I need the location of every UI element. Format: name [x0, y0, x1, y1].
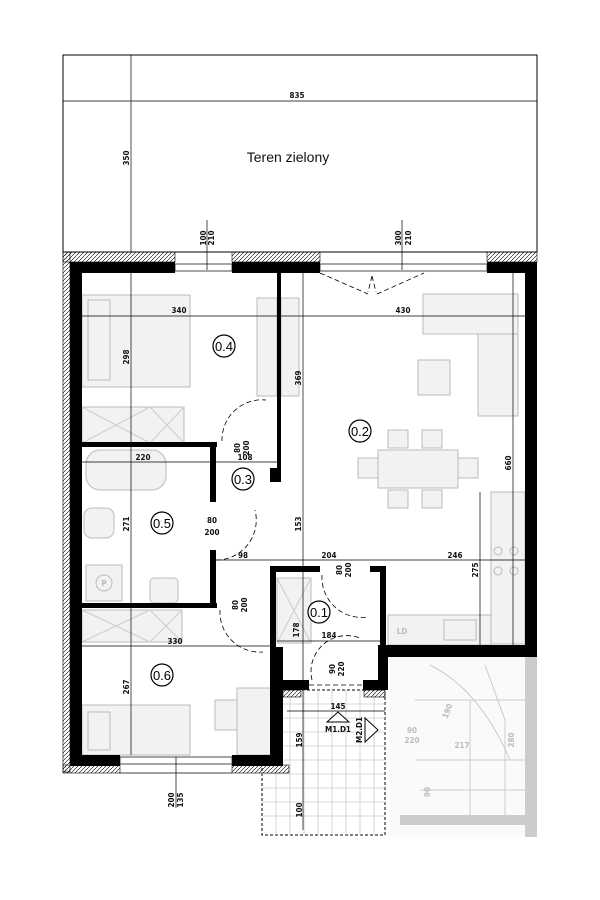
dim-r04-depth: 298: [122, 349, 131, 364]
dim-r02-width: 430: [395, 306, 410, 315]
dim-door-r01-h: 200: [344, 562, 353, 577]
marker-m1d1: M1.D1: [325, 725, 351, 734]
dim-r02-369: 369: [294, 370, 303, 385]
dim-stairs-280: 280: [507, 732, 516, 747]
furniture: LD P: [81, 293, 526, 756]
openings: [119, 220, 488, 808]
dim-r01-width: 184: [321, 631, 336, 640]
room-labels: 0.4 0.2 0.3 0.5 0.1 0.6: [150, 334, 372, 687]
dim-r04-width: 340: [171, 306, 186, 315]
room-label-04: 0.4: [215, 339, 233, 354]
dim-246: 246: [447, 551, 462, 560]
dim-window-bottom-h: 135: [176, 792, 185, 807]
dim-door-r05-h: 200: [204, 528, 219, 537]
room-label-02: 0.2: [351, 424, 369, 439]
garden-area: Teren zielony 835 350: [62, 54, 538, 253]
dishwasher-label: LD: [397, 627, 408, 636]
dim-entry-159: 159: [295, 732, 304, 747]
dim-window-right-h: 210: [404, 230, 413, 245]
dim-stairs-door-h: 220: [404, 736, 419, 745]
dim-r05-depth: 271: [122, 516, 131, 531]
dim-entry-100: 100: [295, 802, 304, 817]
dim-r06-width: 330: [167, 637, 182, 646]
dim-window-right-w: 300: [394, 230, 403, 245]
dim-door-r05-w: 80: [207, 516, 217, 525]
room-label-05: 0.5: [153, 516, 171, 531]
dim-r05-width: 220: [135, 453, 150, 462]
dim-door-r06-h: 200: [240, 597, 249, 612]
dim-door-entry-h: 220: [337, 661, 346, 676]
dim-204: 204: [321, 551, 336, 560]
dim-r06-depth: 267: [122, 679, 131, 694]
dim-garden-depth: 350: [122, 150, 131, 165]
marker-m2d1: M2.D1: [355, 717, 364, 743]
dim-r03-width: 108: [237, 453, 252, 462]
dim-r02-depth: 660: [504, 455, 513, 470]
dim-275: 275: [471, 562, 480, 577]
room-label-06: 0.6: [153, 668, 171, 683]
stair-area: 90 220 217 190 280 90: [390, 657, 537, 837]
dim-door-r06-w: 80: [231, 600, 240, 610]
dim-stairs-217: 217: [454, 741, 469, 750]
dim-stairs-90: 90: [423, 787, 432, 797]
dim-stairs-door-w: 90: [407, 726, 417, 735]
dim-garden-width: 835: [289, 91, 304, 100]
dim-r01-depth: 178: [292, 622, 301, 637]
washer-label: P: [101, 579, 106, 588]
dim-door-entry-w: 90: [328, 664, 337, 674]
garden-label: Teren zielony: [247, 149, 330, 165]
dimension-labels: 100 210 300 210 340 430 298 369 220 108 …: [122, 230, 513, 807]
dim-window-left-h: 210: [207, 230, 216, 245]
dim-entry-width: 145: [330, 702, 345, 711]
dim-153: 153: [294, 516, 303, 531]
dim-door-r04-w: 80: [233, 443, 242, 453]
dimension-lines: [82, 273, 525, 830]
dim-98: 98: [238, 551, 248, 560]
walls: [70, 262, 537, 766]
dim-window-left-w: 100: [199, 230, 208, 245]
dim-window-bottom-w: 200: [167, 792, 176, 807]
room-label-01: 0.1: [310, 605, 328, 620]
dim-door-r01-w: 80: [335, 565, 344, 575]
dim-door-r04-h: 200: [242, 440, 251, 455]
room-label-03: 0.3: [234, 472, 252, 487]
